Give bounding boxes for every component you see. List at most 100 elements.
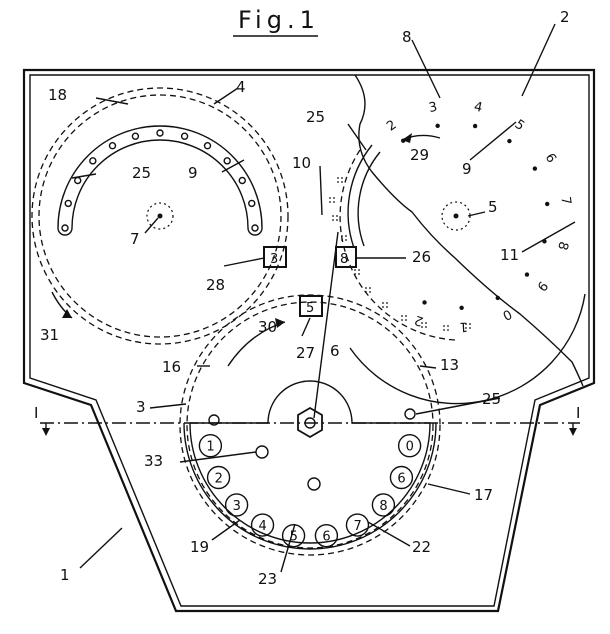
slot-hole bbox=[61, 224, 69, 232]
wheel-digit: 5 bbox=[290, 530, 298, 545]
hidden-mark-dot bbox=[425, 322, 427, 324]
dial-digit: 8 bbox=[554, 240, 571, 252]
dial-digit: 4 bbox=[473, 100, 484, 116]
dial-digit: 2 bbox=[413, 312, 426, 329]
leader-line bbox=[79, 527, 123, 569]
reference-label: 7 bbox=[130, 230, 140, 248]
hidden-mark-dot bbox=[341, 239, 343, 241]
wheel-digit-circle bbox=[397, 434, 422, 458]
hidden-mark-dot bbox=[329, 197, 331, 199]
hidden-mark-dot bbox=[333, 201, 335, 203]
reference-label: 9 bbox=[462, 160, 472, 178]
section-line: I I bbox=[34, 404, 580, 436]
wheel-digit-circle bbox=[206, 465, 231, 490]
hidden-mark-dot bbox=[386, 302, 388, 304]
hidden-mark-dot bbox=[447, 325, 449, 327]
hidden-mark-dot bbox=[345, 235, 347, 237]
slot-hole bbox=[180, 132, 189, 140]
wheel-digit-circle bbox=[281, 523, 306, 548]
hidden-mark-dot bbox=[354, 273, 356, 275]
slot-hole bbox=[74, 176, 82, 185]
dial-dot bbox=[472, 123, 478, 129]
dial-dot bbox=[545, 201, 550, 207]
hidden-mark-dot bbox=[341, 235, 343, 237]
wheel-digit: 0 bbox=[406, 440, 414, 455]
reference-label: 22 bbox=[412, 538, 431, 556]
reference-label: 31 bbox=[40, 326, 59, 344]
wheel-digit: 2 bbox=[215, 471, 223, 486]
dial-digit: 2 bbox=[384, 117, 399, 134]
hidden-mark-dot bbox=[405, 315, 407, 317]
reference-label: 11 bbox=[500, 246, 519, 264]
figure-title-text: Fig.1 bbox=[238, 6, 320, 34]
slot-hole bbox=[248, 199, 256, 208]
reference-label: 8 bbox=[402, 28, 412, 46]
leader-line bbox=[211, 519, 241, 541]
hidden-mark-dot bbox=[382, 306, 384, 308]
hidden-mark-dot bbox=[421, 326, 423, 328]
reference-label: 4 bbox=[236, 78, 246, 96]
wheel-digit-circle bbox=[250, 513, 275, 537]
reference-label: 27 bbox=[296, 344, 315, 362]
leader-line bbox=[521, 23, 556, 97]
wheel-digit: 4 bbox=[259, 519, 267, 534]
leader-line bbox=[467, 211, 486, 217]
dial-dot bbox=[422, 300, 427, 305]
wheel-digit-circle bbox=[389, 465, 414, 490]
wheel-digit: 7 bbox=[353, 519, 361, 534]
hidden-mark-dot bbox=[341, 181, 343, 183]
leader-line bbox=[95, 97, 129, 105]
hidden-mark-dot bbox=[469, 323, 471, 325]
slot-hole bbox=[89, 157, 97, 165]
hidden-mark-dot bbox=[358, 273, 360, 275]
leader-line bbox=[521, 221, 576, 253]
dial-dot bbox=[495, 295, 500, 301]
leader-line bbox=[221, 159, 245, 173]
dial-dot bbox=[524, 272, 530, 277]
dial-dot bbox=[435, 123, 440, 129]
reference-label: 19 bbox=[190, 538, 209, 556]
housing-outline bbox=[22, 68, 596, 613]
rotation-arrow-30-head bbox=[275, 318, 285, 328]
section-mark-left: I bbox=[34, 404, 38, 422]
hidden-mark-dot bbox=[337, 181, 339, 183]
reference-label: 5 bbox=[488, 198, 498, 216]
reference-label: 33 bbox=[144, 452, 163, 470]
hidden-mark-dot bbox=[465, 323, 467, 325]
dial-dot bbox=[532, 166, 538, 171]
dial-digit: 6 bbox=[542, 151, 559, 166]
reference-label: 23 bbox=[258, 570, 277, 588]
hidden-mark-dot bbox=[345, 239, 347, 241]
hidden-mark-dot bbox=[336, 215, 338, 217]
leader-line bbox=[223, 257, 265, 267]
reference-label: 26 bbox=[412, 248, 431, 266]
dial-digit: 5 bbox=[512, 117, 527, 134]
hidden-mark-dot bbox=[333, 197, 335, 199]
wheel-digit: 1 bbox=[206, 440, 214, 455]
hidden-mark-dot bbox=[329, 201, 331, 203]
leader-line bbox=[419, 365, 437, 369]
reference-label: 25 bbox=[132, 164, 151, 182]
leader-line bbox=[313, 231, 339, 419]
hidden-mark-dot bbox=[336, 219, 338, 221]
hidden-mark-dot bbox=[386, 306, 388, 308]
hidden-mark-dot bbox=[365, 291, 367, 293]
wheel-digit-circle bbox=[345, 513, 370, 537]
dial-dot bbox=[507, 138, 512, 144]
hidden-mark-dot bbox=[358, 269, 360, 271]
hidden-mark-dot bbox=[382, 302, 384, 304]
overlap-dots bbox=[329, 177, 471, 331]
hidden-mark-dot bbox=[354, 269, 356, 271]
dial-reference-dots bbox=[401, 123, 550, 311]
slot-hole bbox=[223, 157, 231, 165]
hidden-mark-dot bbox=[401, 319, 403, 321]
slot-hole bbox=[203, 142, 212, 150]
reference-label: 30 bbox=[258, 318, 277, 336]
leader-line bbox=[347, 123, 367, 151]
reference-label: 17 bbox=[474, 486, 493, 504]
hidden-mark-dot bbox=[469, 327, 471, 329]
slot-hole bbox=[64, 199, 72, 208]
